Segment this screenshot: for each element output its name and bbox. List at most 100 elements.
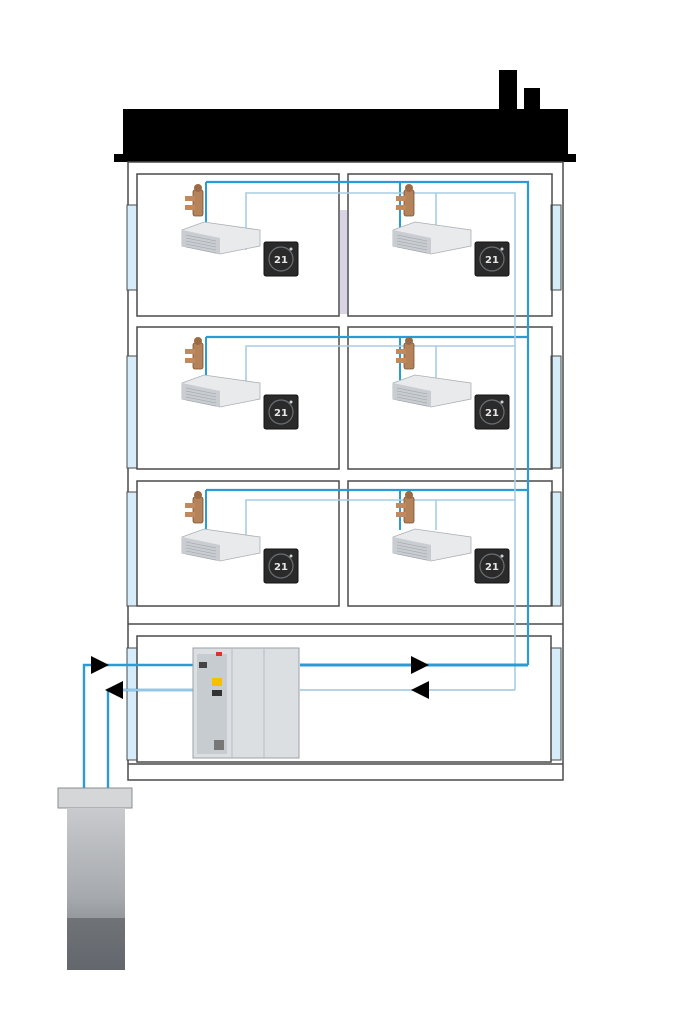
fan-coil-grille bbox=[185, 246, 217, 254]
flow-arrow-icon bbox=[91, 656, 109, 674]
fan-coil-grille bbox=[185, 393, 217, 401]
thermostat-icon: 21 bbox=[263, 394, 299, 430]
fan-coil-unit-icon bbox=[181, 221, 261, 255]
roof-eave bbox=[114, 154, 576, 162]
fan-coil-grille bbox=[396, 387, 428, 395]
ground-well-icon bbox=[57, 787, 133, 970]
thermostat-led bbox=[289, 400, 293, 404]
thermostat-led bbox=[289, 554, 293, 558]
valve-handle bbox=[396, 503, 406, 508]
valve-cap bbox=[194, 337, 202, 345]
window-left bbox=[126, 204, 138, 291]
thermostat-icon: 21 bbox=[263, 241, 299, 277]
valve-handle bbox=[185, 349, 195, 354]
thermostat-led bbox=[500, 554, 504, 558]
fan-coil-grille bbox=[185, 541, 217, 549]
heat-pump-warning-label bbox=[212, 678, 222, 686]
fan-coil-unit-icon bbox=[392, 374, 472, 408]
window-right bbox=[550, 355, 562, 469]
flow-arrow-icon bbox=[411, 656, 429, 674]
thermostat-dial bbox=[268, 553, 294, 579]
fan-coil-grille bbox=[396, 541, 428, 549]
roof-block bbox=[123, 109, 568, 155]
heat-pump-display bbox=[199, 662, 207, 668]
supply-pipe-floor-3 bbox=[206, 180, 530, 665]
fan-coil-grille bbox=[396, 553, 428, 561]
fan-coil-grille bbox=[396, 237, 428, 245]
fan-coil-grille bbox=[185, 553, 217, 561]
return-pipe-floor-2 bbox=[245, 345, 515, 400]
valve-body bbox=[403, 189, 415, 217]
valve-handle bbox=[396, 358, 406, 363]
valve-handle bbox=[396, 349, 406, 354]
room-equipment: 21 21 21 21 21 21 bbox=[181, 184, 510, 584]
thermostat-dial bbox=[268, 246, 294, 272]
valve-body bbox=[403, 496, 415, 524]
valve-cap bbox=[194, 184, 202, 192]
valve-handle bbox=[185, 358, 195, 363]
fan-coil-grille bbox=[185, 550, 217, 558]
room-box bbox=[136, 326, 340, 470]
fan-coil-grille bbox=[396, 390, 428, 398]
fan-coil-grille bbox=[396, 396, 428, 404]
fan-coil-grille bbox=[185, 396, 217, 404]
fan-coil-grille bbox=[185, 240, 217, 248]
valve-handle bbox=[185, 512, 195, 517]
valve-handle bbox=[185, 205, 195, 210]
basement-room bbox=[136, 635, 552, 763]
valve-icon bbox=[185, 184, 204, 217]
thermostat-display: 21 bbox=[485, 255, 499, 266]
fan-coil-grille bbox=[396, 399, 428, 407]
pipe-network bbox=[82, 180, 530, 950]
partition-window bbox=[340, 210, 347, 314]
valve-icon bbox=[185, 491, 204, 524]
fan-coil-grille bbox=[185, 387, 217, 395]
return-pipe-floor-3 bbox=[435, 192, 516, 690]
valve-body bbox=[192, 189, 204, 217]
fan-coil-grille bbox=[396, 547, 428, 555]
room-box bbox=[347, 480, 553, 607]
chimney-tall bbox=[499, 70, 517, 112]
valve-body bbox=[403, 342, 415, 370]
window-right bbox=[550, 204, 562, 291]
window-right bbox=[550, 647, 562, 761]
valve-icon bbox=[396, 337, 415, 370]
chimney-short bbox=[524, 88, 540, 112]
valve-cap bbox=[405, 337, 413, 345]
return-pipe-floor-1 bbox=[245, 499, 515, 548]
fan-coil-unit-icon bbox=[392, 221, 472, 255]
room-box bbox=[136, 173, 340, 317]
building-walls bbox=[127, 161, 564, 781]
outer-wall bbox=[127, 161, 564, 781]
fan-coil-grille bbox=[185, 237, 217, 245]
valve-cap bbox=[405, 491, 413, 499]
valve-icon bbox=[185, 337, 204, 370]
room-box bbox=[347, 173, 553, 317]
fan-coil-grille bbox=[185, 547, 217, 555]
thermostat-icon: 21 bbox=[474, 394, 510, 430]
fan-coil-grille bbox=[185, 243, 217, 251]
flow-arrow-icon bbox=[411, 681, 429, 699]
fan-coil-unit-icon bbox=[181, 528, 261, 562]
fan-coil-grille bbox=[396, 246, 428, 254]
valve-body bbox=[192, 496, 204, 524]
thermostat-icon: 21 bbox=[474, 548, 510, 584]
thermostat-dial bbox=[268, 399, 294, 425]
valve-handle bbox=[185, 503, 195, 508]
heat-pump-switch bbox=[212, 690, 222, 696]
thermostat-led bbox=[500, 247, 504, 251]
thermostat-icon: 21 bbox=[474, 241, 510, 277]
roof bbox=[114, 70, 576, 162]
thermostat-display: 21 bbox=[485, 562, 499, 573]
fan-coil-grille bbox=[396, 240, 428, 248]
heat-pump-icon bbox=[192, 647, 300, 759]
heat-pump-port bbox=[214, 740, 224, 750]
valve-handle bbox=[396, 205, 406, 210]
valve-handle bbox=[396, 196, 406, 201]
thermostat-icon: 21 bbox=[263, 548, 299, 584]
fan-coil-grille bbox=[396, 544, 428, 552]
window-left bbox=[126, 355, 138, 469]
thermostat-display: 21 bbox=[274, 562, 288, 573]
fan-coil-grille bbox=[185, 390, 217, 398]
thermostat-dial bbox=[479, 399, 505, 425]
